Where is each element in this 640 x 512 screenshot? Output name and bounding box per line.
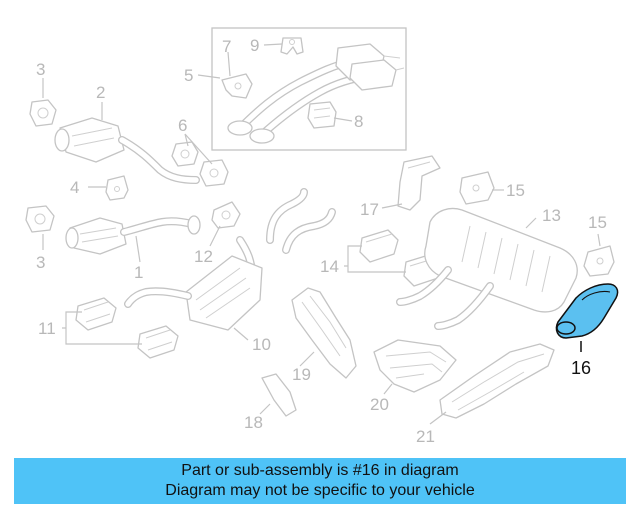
callout-3-bottom: 3 bbox=[36, 253, 45, 272]
part-1-downpipe bbox=[65, 215, 201, 255]
part-17-pipe bbox=[397, 155, 441, 211]
callout-10: 10 bbox=[252, 335, 271, 354]
callout-18: 18 bbox=[244, 413, 263, 432]
callout-19: 19 bbox=[292, 365, 311, 384]
callout-20: 20 bbox=[370, 395, 389, 414]
callout-7: 7 bbox=[222, 37, 231, 56]
part-3-gasket-top bbox=[29, 99, 57, 127]
banner-line-disclaimer: Diagram may not be specific to your vehi… bbox=[165, 482, 475, 499]
callout-15-lower: 15 bbox=[588, 213, 607, 232]
part-5-front-pipe bbox=[227, 43, 405, 144]
part-7-bracket bbox=[221, 73, 253, 99]
part-9-bracket bbox=[280, 37, 304, 55]
callout-1: 1 bbox=[134, 263, 143, 282]
part-2-downpipe bbox=[54, 117, 200, 184]
part-6-gaskets bbox=[171, 141, 229, 187]
part-19-heat-shield bbox=[291, 287, 357, 379]
callout-15-upper: 15 bbox=[506, 181, 525, 200]
callout-numbers: 3 3 2 1 4 5 6 7 9 8 10 11 12 13 14 15 15… bbox=[36, 36, 607, 446]
callout-2: 2 bbox=[96, 83, 105, 102]
callout-8: 8 bbox=[354, 112, 363, 131]
part-18-shield bbox=[261, 373, 297, 417]
exhaust-parts-diagram: 3 3 2 1 4 5 6 7 9 8 10 11 12 13 14 15 15… bbox=[25, 27, 619, 446]
assembly-5-box bbox=[211, 27, 407, 151]
leader-lines bbox=[42, 43, 601, 425]
part-16-tail-pipe bbox=[555, 283, 619, 352]
callout-5: 5 bbox=[184, 66, 193, 85]
callout-9: 9 bbox=[250, 36, 259, 55]
part-12-clamp bbox=[211, 201, 241, 229]
info-banner: Part or sub-assembly is #16 in diagram D… bbox=[14, 458, 626, 504]
callout-13: 13 bbox=[542, 206, 561, 225]
callout-12: 12 bbox=[194, 247, 213, 266]
banner-line-part-number: Part or sub-assembly is #16 in diagram bbox=[181, 462, 459, 479]
callout-6: 6 bbox=[178, 116, 187, 135]
callout-21: 21 bbox=[416, 427, 435, 446]
part-20-heat-shield bbox=[373, 339, 457, 393]
part-11-clamps bbox=[75, 297, 179, 359]
part-15-bracket-lower bbox=[583, 245, 615, 277]
callout-3-top: 3 bbox=[36, 60, 45, 79]
part-4-bracket bbox=[105, 175, 129, 201]
part-13-rear-muffler bbox=[396, 207, 578, 330]
part-21-heat-shield bbox=[439, 343, 555, 419]
callout-16-highlighted: 16 bbox=[571, 358, 591, 378]
part-15-bracket-upper bbox=[459, 171, 495, 205]
part-8-mount bbox=[307, 101, 337, 129]
callout-11: 11 bbox=[38, 319, 56, 338]
callout-17: 17 bbox=[360, 200, 379, 219]
part-3-gasket-bottom bbox=[25, 205, 55, 233]
callout-14: 14 bbox=[320, 257, 339, 276]
callout-4: 4 bbox=[70, 178, 79, 197]
part-10-center-pipe bbox=[124, 188, 336, 331]
